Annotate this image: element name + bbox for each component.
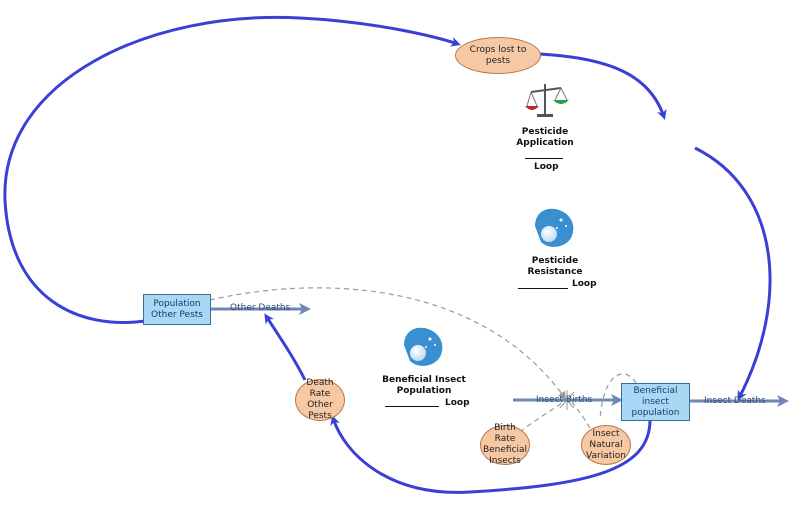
stock-population-other-pests[interactable]: Population Other Pests bbox=[143, 294, 211, 325]
variable-birth-rate-beneficial-label: Birth Rate Beneficial Insects bbox=[482, 423, 528, 466]
snowball-icon bbox=[535, 208, 574, 247]
variable-insect-natural-variation-label: Insect Natural Variation bbox=[586, 428, 626, 461]
link-deathrate-to-pop bbox=[264, 313, 307, 381]
dashed-variation-to-births bbox=[571, 401, 591, 429]
balance-scale-icon bbox=[525, 84, 569, 117]
variable-crops-lost[interactable]: Crops lost to pests bbox=[455, 37, 541, 74]
flow-valve bbox=[559, 390, 575, 410]
variable-crops-lost-label: Crops lost to pests bbox=[469, 44, 527, 66]
link-crops-out bbox=[539, 52, 667, 120]
flow-other-deaths-label[interactable]: Other Deaths bbox=[230, 303, 291, 313]
loop-beneficial-insect-population-title: Beneficial Insect Population bbox=[382, 375, 466, 396]
flow-insect-deaths-label[interactable]: Insect Deaths bbox=[704, 396, 766, 406]
loop-beneficial-insect-population-word: Loop bbox=[445, 398, 470, 408]
stock-beneficial-insect-population-label: Beneficial insect population bbox=[631, 385, 680, 418]
stock-population-other-pests-label: Population Other Pests bbox=[151, 298, 203, 320]
loop-pesticide-application-blank bbox=[525, 158, 563, 159]
flow-insect-births-label[interactable]: Insect Births bbox=[536, 395, 593, 405]
dashed-birthrate-to-births bbox=[519, 400, 566, 433]
snowball-icon bbox=[404, 327, 443, 366]
loop-pesticide-resistance-title: Pesticide Resistance bbox=[527, 256, 583, 277]
link-beneficial-to-deathrate bbox=[330, 415, 652, 494]
loop-pesticide-application-word: Loop bbox=[534, 162, 559, 172]
loop-pesticide-resistance-word: Loop bbox=[572, 279, 597, 289]
loop-pesticide-application-title: Pesticide Application bbox=[516, 127, 574, 148]
dashed-pop-to-births bbox=[209, 287, 567, 400]
link-to-insect-deaths bbox=[694, 146, 772, 401]
variable-death-rate-other-pests[interactable]: Death Rate Other Pests bbox=[295, 378, 345, 421]
variable-insect-natural-variation[interactable]: Insect Natural Variation bbox=[581, 425, 631, 465]
variable-birth-rate-beneficial[interactable]: Birth Rate Beneficial Insects bbox=[480, 423, 530, 466]
loop-beneficial-insect-population-blank bbox=[385, 406, 439, 407]
stock-beneficial-insect-population[interactable]: Beneficial insect population bbox=[621, 383, 690, 421]
link-pop-to-crops bbox=[3, 15, 461, 324]
loop-pesticide-resistance-blank bbox=[518, 288, 568, 289]
dashed-beneficial-to-variation bbox=[599, 373, 637, 421]
variable-death-rate-other-pests-label: Death Rate Other Pests bbox=[306, 378, 334, 421]
